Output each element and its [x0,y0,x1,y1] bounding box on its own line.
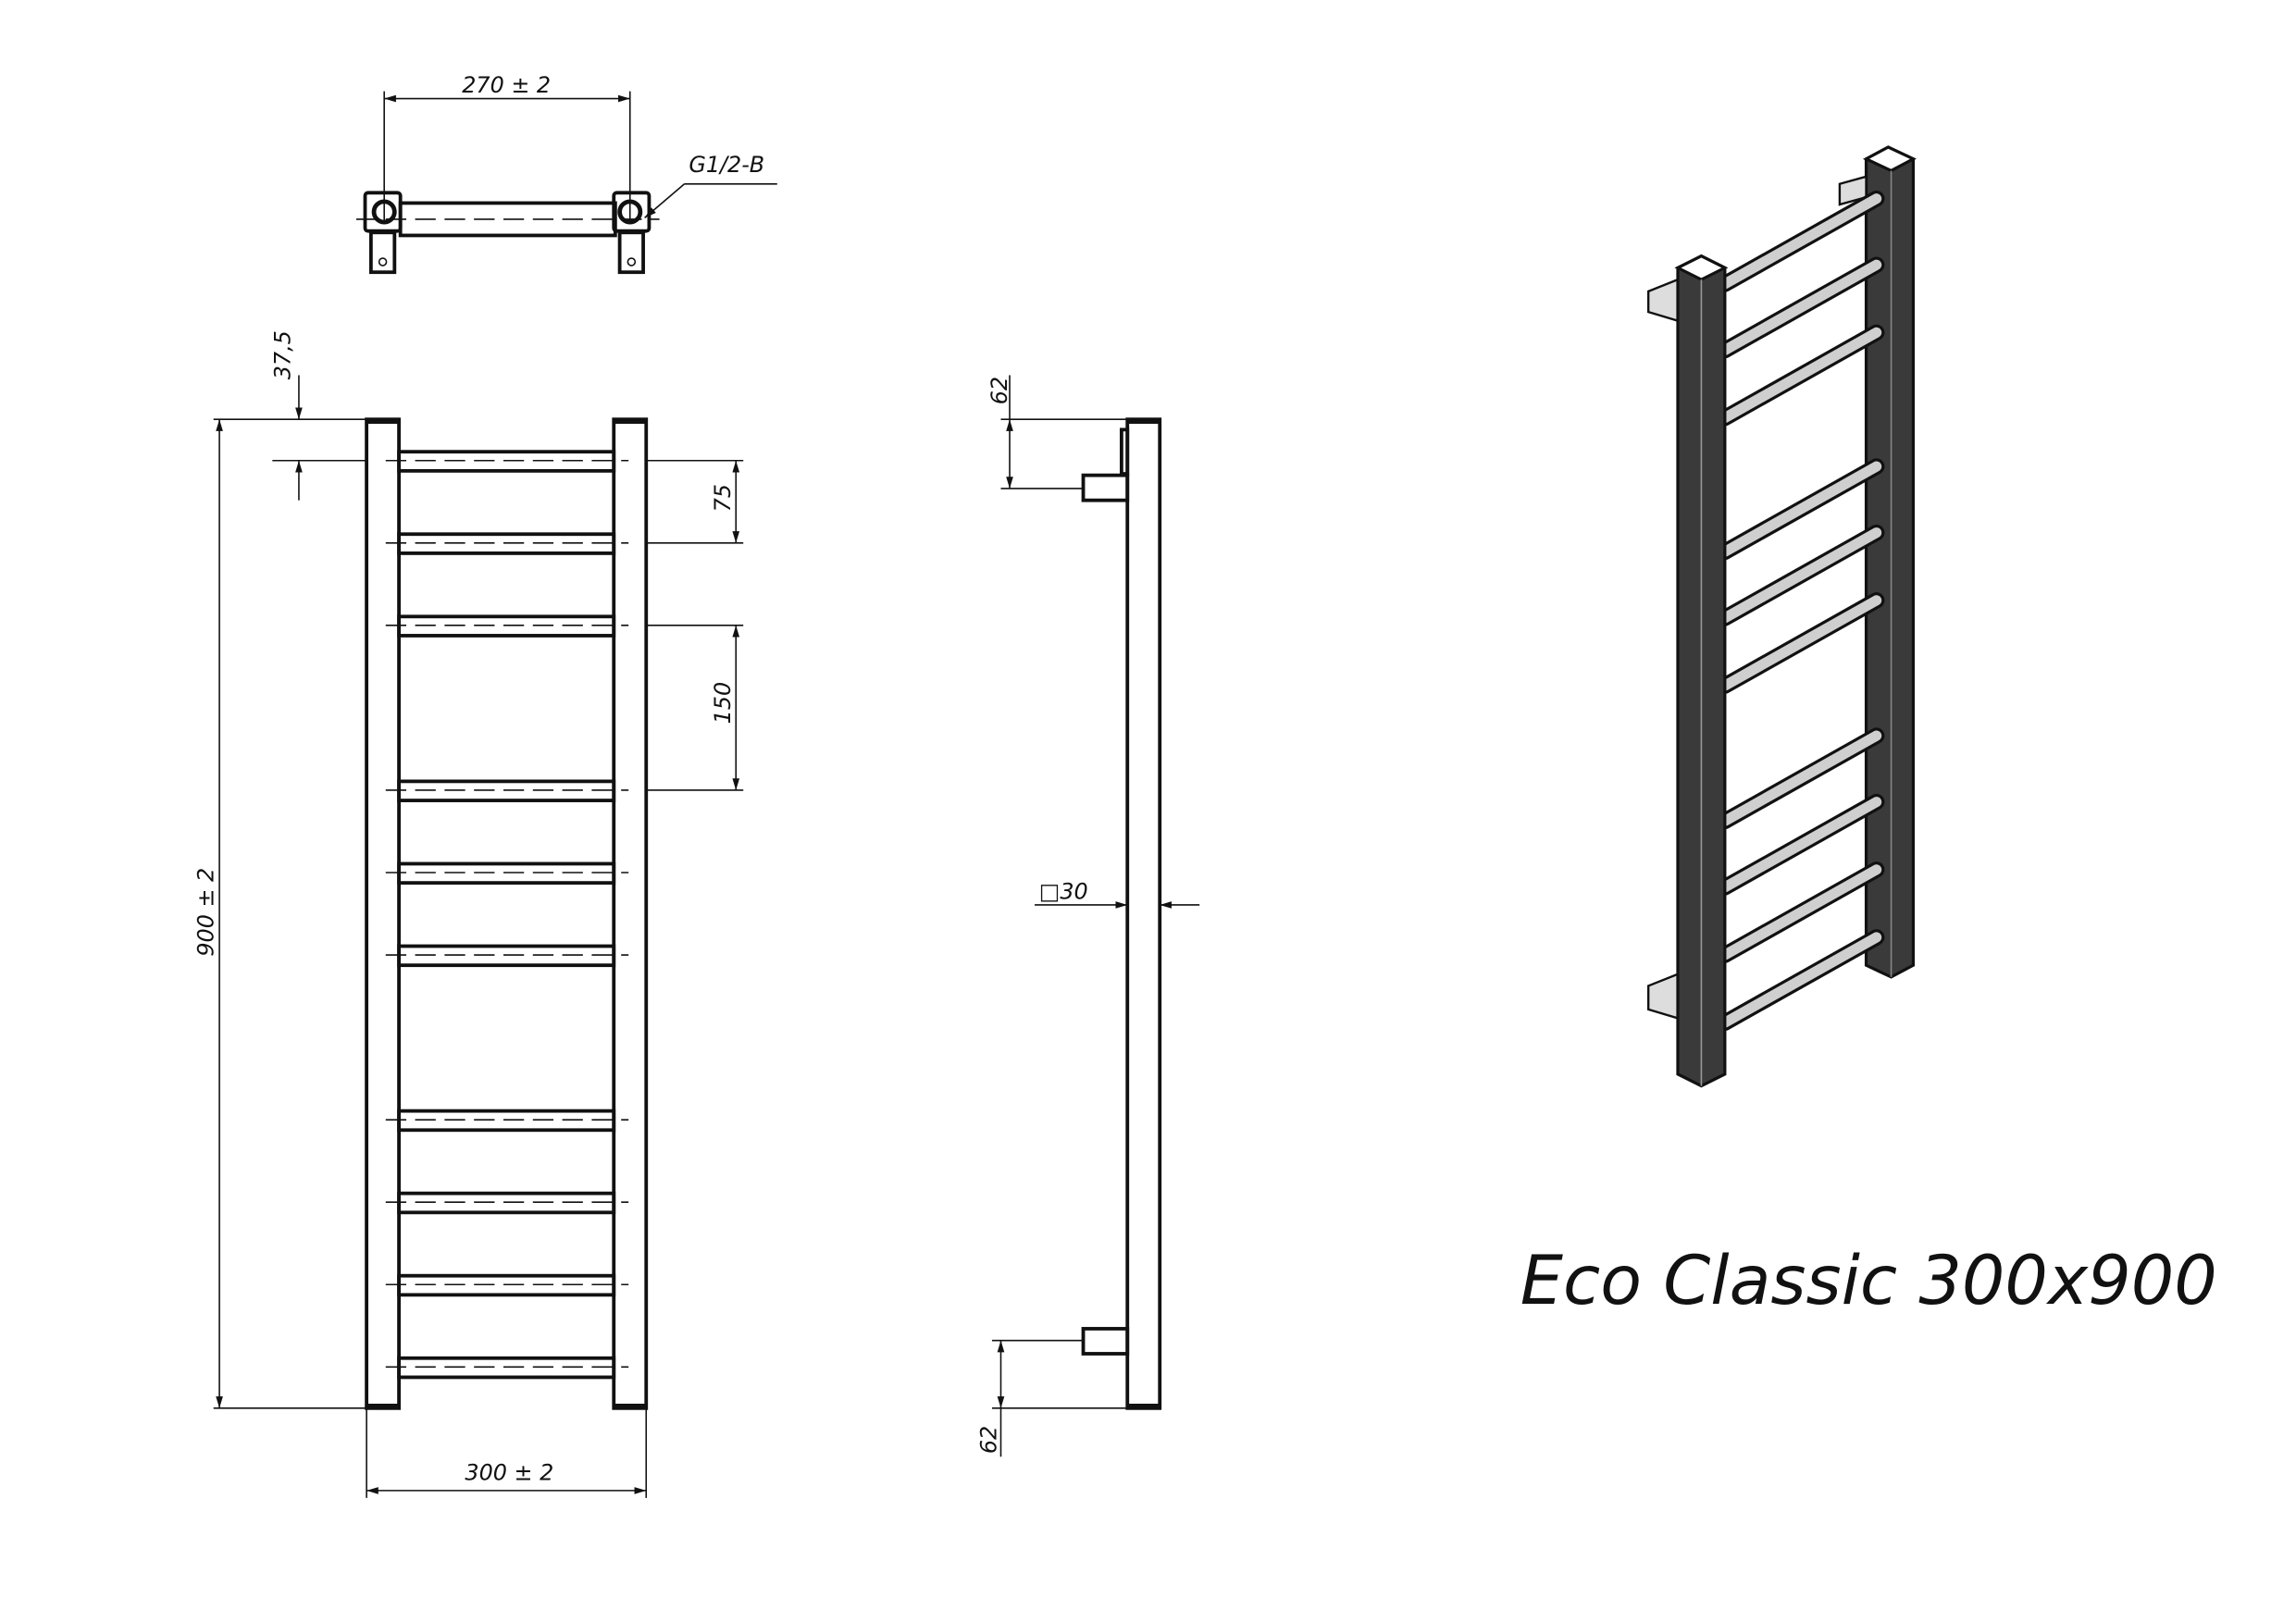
rungs [385,450,629,1380]
rung-10 [397,1356,616,1380]
dimension-label-37-5: 37,5 [269,330,295,379]
top-view: 270 ± 2 G1/2-B [355,72,777,275]
front-view: 37,5 75 150 900 ± 2 300 ± 2 [193,330,744,1498]
dimension-label-900: 900 ± 2 [193,868,219,957]
dimension-label-270: 270 ± 2 [462,72,551,98]
iso-rung-4 [1719,461,1882,557]
dimension-label-62-bottom: 62 [976,1426,1002,1454]
dimension-label-62-top: 62 [987,377,1012,404]
rung-7 [397,1109,616,1133]
thread-label: G1/2-B [689,152,764,178]
iso-rung-2 [1719,259,1882,356]
product-title: Eco Classic 300x900 [1520,1242,2217,1320]
iso-rung-10 [1719,932,1882,1028]
iso-rung-6 [1719,595,1882,691]
iso-rung-1 [1719,193,1882,290]
side-view: 62 62 □30 [976,375,1200,1457]
iso-rung-3 [1719,327,1882,424]
iso-rung-8 [1719,797,1882,893]
isometric-view [1646,145,1917,1088]
profile-label: □30 [1039,879,1088,905]
dimension-label-75: 75 [710,484,736,512]
iso-rung-7 [1719,730,1882,826]
dimension-label-150: 150 [710,682,736,725]
iso-rung-9 [1719,864,1882,960]
dimension-label-300: 300 ± 2 [465,1460,553,1486]
iso-rung-5 [1719,527,1882,624]
right-post [612,417,649,1410]
left-post [365,417,401,1410]
